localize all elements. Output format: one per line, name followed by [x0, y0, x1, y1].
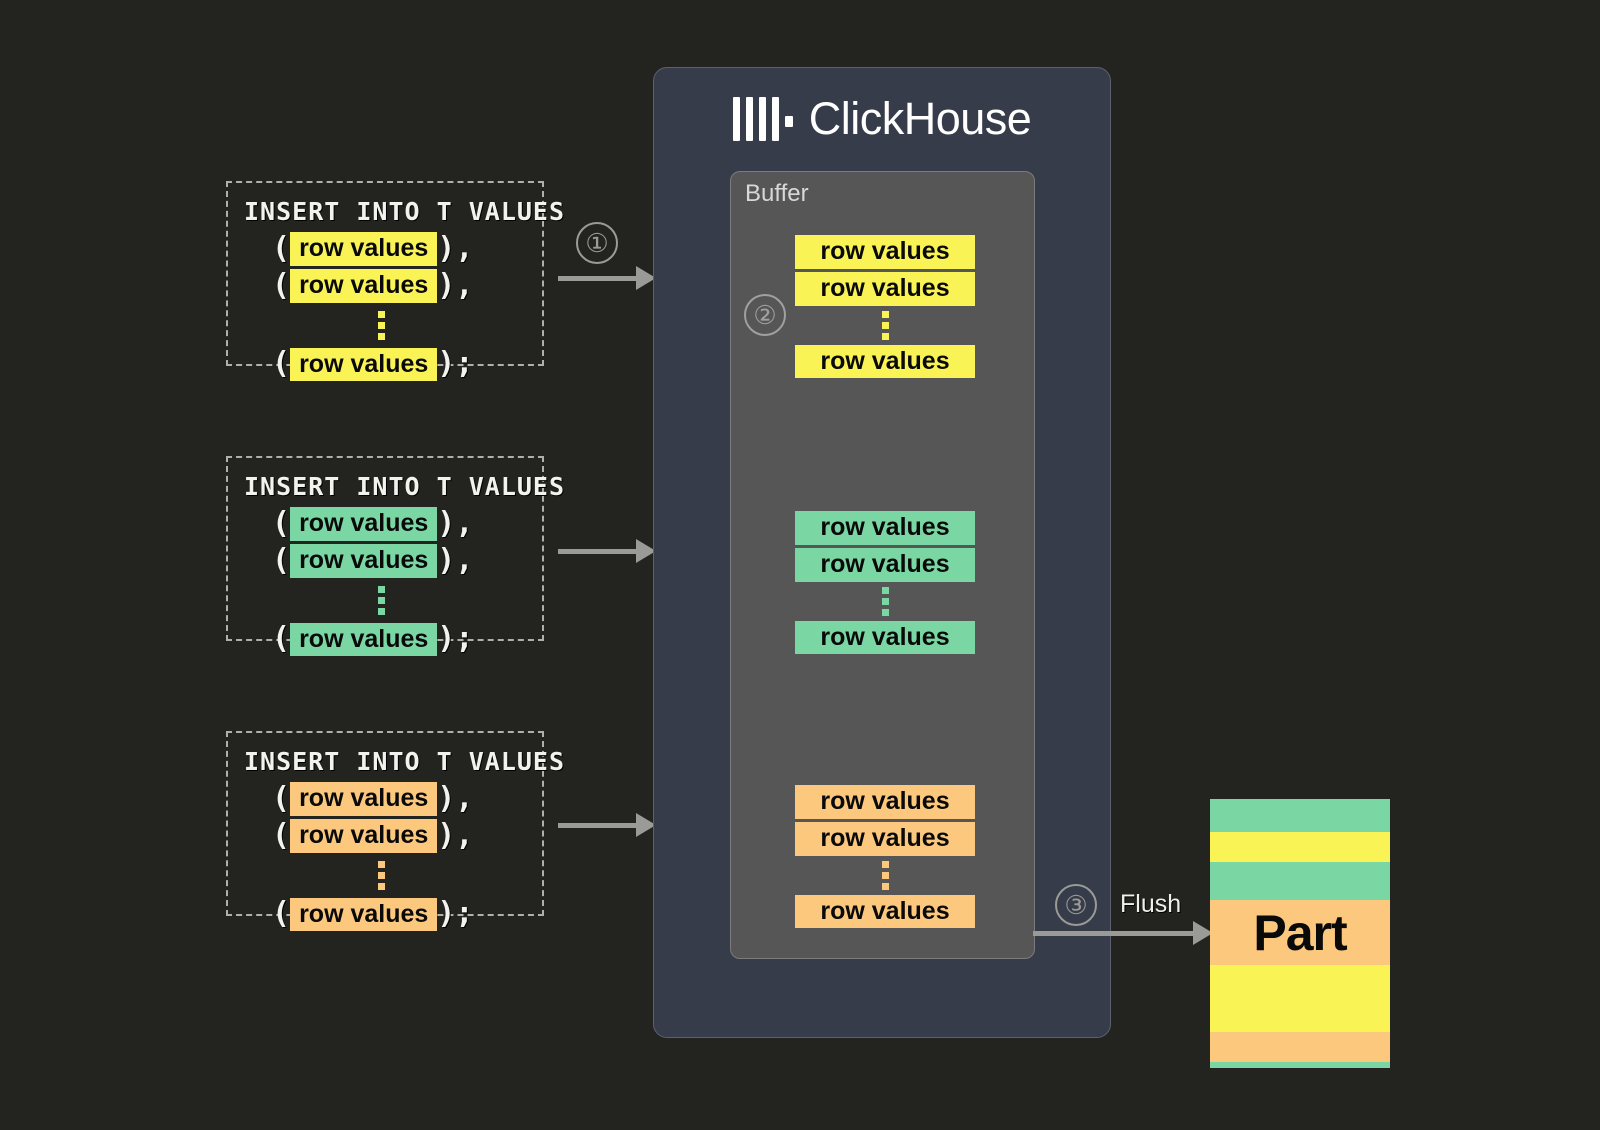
insert-statement-box-orange: INSERT INTO T VALUES ( row values ), ( r… — [226, 731, 566, 932]
close-paren: ), — [437, 505, 474, 541]
part-block: Part — [1210, 799, 1390, 1068]
row-values-chip: row values — [290, 782, 438, 816]
vertical-ellipsis-icon — [881, 310, 889, 340]
part-stripe-green — [1210, 1062, 1390, 1068]
insert-statement-box-green: INSERT INTO T VALUES ( row values ), ( r… — [226, 456, 566, 657]
insert-statement-text: INSERT INTO T VALUES — [244, 747, 566, 776]
open-paren: ( — [272, 346, 291, 382]
buffer-row: row values — [795, 821, 975, 856]
clickhouse-panel: ClickHouse Buffer row values row values … — [653, 67, 1111, 1038]
buffer-row: row values — [795, 235, 975, 269]
ellipsis-row — [244, 306, 526, 345]
buffer-row: row values — [795, 271, 975, 306]
buffer-row: row values — [795, 620, 975, 655]
clickhouse-name: ClickHouse — [808, 93, 1032, 144]
insert-statement-box-yellow: INSERT INTO T VALUES ( row values ), ( r… — [226, 181, 566, 382]
row-values-chip: row values — [290, 232, 438, 266]
row-values-chip: row values — [290, 897, 438, 932]
close-paren: ), — [437, 780, 474, 816]
row-values-chip: row values — [290, 347, 438, 382]
buffer-panel: Buffer row values row values row values … — [730, 171, 1035, 959]
close-paren: ), — [437, 817, 474, 853]
ellipsis-row — [244, 856, 526, 895]
vertical-ellipsis-icon — [377, 860, 385, 890]
part-stripe-yellow — [1210, 965, 1390, 1032]
buffer-group-green: row values row values row values — [795, 511, 975, 655]
buffer-label: Buffer — [745, 180, 809, 207]
part-stripe-green — [1210, 862, 1390, 900]
step-three-badge: ③ — [1055, 884, 1097, 926]
row-values-chip: row values — [290, 622, 438, 657]
insert-statement-text: INSERT INTO T VALUES — [244, 472, 566, 501]
buffer-group-orange: row values row values row values — [795, 785, 975, 929]
part-stripe-orange — [1210, 1032, 1390, 1062]
clickhouse-title: ClickHouse — [654, 96, 1110, 141]
open-paren: ( — [272, 896, 291, 932]
vertical-ellipsis-icon — [377, 585, 385, 615]
open-paren: ( — [272, 817, 291, 853]
insert-row: ( row values ); — [244, 621, 526, 657]
close-paren: ), — [437, 230, 474, 266]
insert-row: ( row values ), — [244, 542, 526, 578]
close-paren: ); — [437, 346, 474, 382]
close-paren: ); — [437, 896, 474, 932]
vertical-ellipsis-icon — [881, 860, 889, 890]
open-paren: ( — [272, 230, 291, 266]
open-paren: ( — [272, 505, 291, 541]
insert-row: ( row values ), — [244, 507, 526, 541]
insert-row: ( row values ); — [244, 346, 526, 382]
open-paren: ( — [272, 267, 291, 303]
vertical-ellipsis-icon — [377, 310, 385, 340]
insert-statement-text: INSERT INTO T VALUES — [244, 197, 566, 226]
buffer-row: row values — [795, 344, 975, 379]
arrow-insert-2 — [558, 539, 656, 563]
arrow-insert-3 — [558, 813, 656, 837]
close-paren: ), — [437, 267, 474, 303]
part-stripe-green — [1210, 799, 1390, 832]
step-one-badge: ① — [576, 222, 618, 264]
open-paren: ( — [272, 621, 291, 657]
flush-label: Flush — [1120, 890, 1182, 918]
row-values-chip: row values — [290, 818, 438, 853]
row-values-chip: row values — [290, 543, 438, 578]
arrow-flush — [1033, 921, 1213, 945]
insert-row: ( row values ), — [244, 817, 526, 853]
ellipsis-row — [244, 581, 526, 620]
insert-row: ( row values ), — [244, 232, 526, 266]
close-paren: ); — [437, 621, 474, 657]
buffer-row: row values — [795, 511, 975, 545]
arrow-insert-1 — [558, 266, 656, 290]
buffer-row: row values — [795, 894, 975, 929]
vertical-ellipsis-icon — [881, 586, 889, 616]
insert-row: ( row values ), — [244, 782, 526, 816]
buffer-group-yellow: row values row values row values — [795, 235, 975, 379]
part-stripe-orange: Part — [1210, 900, 1390, 965]
row-values-chip: row values — [290, 268, 438, 303]
clickhouse-bars-logo-icon — [732, 96, 793, 141]
step-two-badge: ② — [744, 294, 786, 336]
open-paren: ( — [272, 542, 291, 578]
part-label: Part — [1253, 904, 1347, 961]
open-paren: ( — [272, 780, 291, 816]
part-stripe-yellow — [1210, 832, 1390, 862]
buffer-row: row values — [795, 785, 975, 819]
close-paren: ), — [437, 542, 474, 578]
row-values-chip: row values — [290, 507, 438, 541]
insert-row: ( row values ), — [244, 267, 526, 303]
insert-row: ( row values ); — [244, 896, 526, 932]
buffer-row: row values — [795, 547, 975, 582]
